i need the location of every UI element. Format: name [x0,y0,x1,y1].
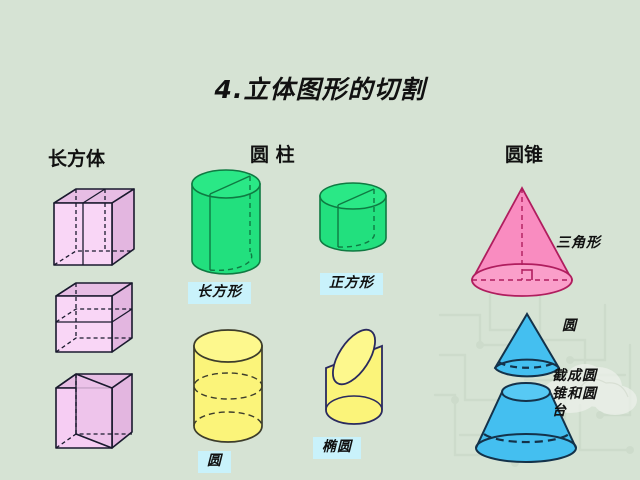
figure-cuboid-vertical-cut [53,188,135,266]
column-heading-cuboid: 长方体 [48,148,106,170]
figure-cuboid-horizontal-cut [55,282,133,353]
figure-cylinder-horizontal-cut [193,329,263,443]
column-heading-cylinder: 圆 柱 [250,144,295,166]
figure-cylinder-oblique-cut [325,328,383,425]
label-square: 正方形 [320,273,383,296]
figure-cuboid-diagonal-cut [55,373,133,449]
figure-cone-small [493,312,561,378]
label-cut-result: 截成圆 锥和圆 台 [552,368,597,419]
label-triangle: 三角形 [556,235,601,251]
column-heading-cone: 圆锥 [505,144,544,166]
label-circle: 圆 [198,451,231,474]
label-cone-circle: 圆 [562,318,577,334]
figure-cone-axial-cut [470,186,574,297]
label-ellipse: 椭圆 [313,437,361,460]
figure-cylinder-tall-vertical-cut [191,169,261,275]
figure-cylinder-short-vertical-cut [319,182,387,252]
figure-frustum [474,382,578,463]
page-title: 4.立体图形的切割 [214,75,426,104]
label-rectangle: 长方形 [188,282,251,305]
